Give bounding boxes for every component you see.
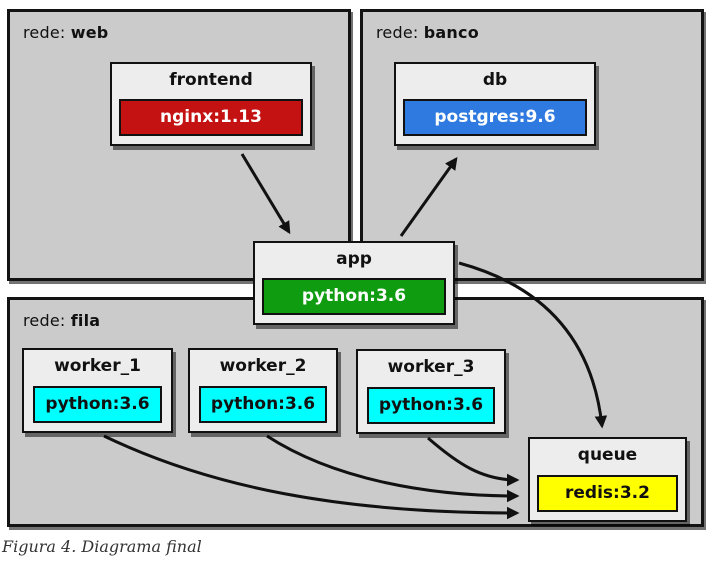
node-queue-title: queue	[577, 445, 638, 465]
edge-app-to-db	[399, 156, 458, 237]
network-web-label: rede: web	[23, 23, 108, 42]
network-banco-label: rede: banco	[376, 23, 479, 42]
node-db-image: postgres:9.6	[403, 99, 587, 136]
network-web-label-prefix: rede:	[23, 23, 66, 42]
figure-caption: Figura 4. Diagrama final	[2, 537, 202, 556]
network-banco-label-name: banco	[423, 23, 479, 42]
edge-worker2-to-queue	[266, 434, 520, 503]
edge-worker1-to-queue	[103, 434, 520, 520]
node-queue: queue redis:3.2	[528, 437, 687, 522]
node-frontend-title: frontend	[169, 70, 253, 90]
node-worker-3-title: worker_3	[387, 357, 475, 377]
node-app: app python:3.6	[253, 241, 455, 325]
network-fila-label: rede: fila	[23, 311, 100, 330]
node-worker-3: worker_3 python:3.6	[356, 349, 506, 434]
network-fila-label-name: fila	[70, 311, 101, 330]
edge-frontend-to-app	[240, 153, 291, 235]
edge-worker3-to-queue	[427, 436, 520, 487]
node-db-title: db	[482, 70, 508, 90]
node-queue-image: redis:3.2	[537, 475, 678, 512]
node-worker-2: worker_2 python:3.6	[188, 348, 338, 433]
node-db: db postgres:9.6	[394, 62, 596, 146]
edge-app-to-queue	[458, 261, 608, 429]
network-fila-label-prefix: rede:	[23, 311, 66, 330]
node-worker-2-image: python:3.6	[199, 386, 327, 423]
node-worker-1-image: python:3.6	[33, 386, 162, 423]
node-worker-1: worker_1 python:3.6	[22, 348, 173, 433]
node-frontend: frontend nginx:1.13	[110, 62, 312, 146]
node-worker-1-title: worker_1	[54, 356, 141, 376]
node-frontend-image: nginx:1.13	[119, 99, 303, 136]
network-web-label-name: web	[70, 23, 109, 42]
node-worker-2-title: worker_2	[219, 356, 307, 376]
node-worker-3-image: python:3.6	[367, 387, 495, 424]
node-app-image: python:3.6	[262, 278, 446, 315]
node-app-title: app	[336, 249, 372, 269]
network-banco-label-prefix: rede:	[376, 23, 419, 42]
